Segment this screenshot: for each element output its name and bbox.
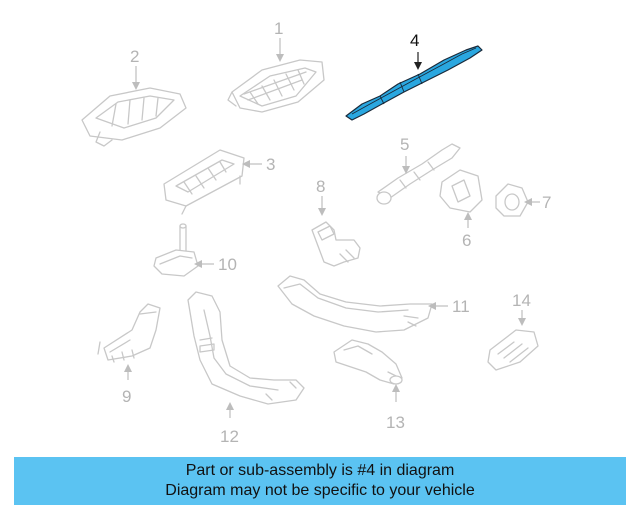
callout-1[interactable]: 1 bbox=[274, 19, 283, 38]
part-6-bracket[interactable] bbox=[439, 169, 483, 213]
arrowhead-12 bbox=[226, 402, 234, 410]
callout-11[interactable]: 11 bbox=[452, 297, 470, 316]
callout-5[interactable]: 5 bbox=[400, 135, 409, 154]
part-9-side-duct[interactable] bbox=[97, 303, 161, 363]
callout-14[interactable]: 14 bbox=[512, 291, 531, 310]
part-4-defroster-duct[interactable] bbox=[345, 45, 483, 121]
part-13-rear-duct[interactable] bbox=[333, 339, 403, 385]
part-7-ring-seal[interactable] bbox=[495, 183, 529, 217]
info-banner: Part or sub-assembly is #4 in diagram Di… bbox=[14, 457, 626, 505]
callout-7[interactable]: 7 bbox=[542, 193, 551, 212]
arrowhead-10 bbox=[194, 260, 202, 268]
part-14-side-vent[interactable] bbox=[487, 329, 539, 371]
callout-6[interactable]: 6 bbox=[462, 231, 471, 250]
part-1-center-vent[interactable] bbox=[227, 59, 325, 113]
callout-10[interactable]: 10 bbox=[218, 255, 237, 274]
arrowhead-4 bbox=[414, 62, 422, 70]
part-10-actuator[interactable] bbox=[153, 223, 199, 277]
arrowhead-3 bbox=[242, 160, 250, 168]
arrowhead-7 bbox=[524, 198, 532, 206]
callout-12[interactable]: 12 bbox=[220, 427, 239, 446]
part-5-hose[interactable] bbox=[376, 143, 461, 205]
arrowhead-8 bbox=[318, 208, 326, 216]
callout-4[interactable]: 4 bbox=[410, 31, 419, 50]
arrowhead-13 bbox=[392, 384, 400, 392]
arrowhead-2 bbox=[132, 82, 140, 90]
callout-9[interactable]: 9 bbox=[122, 387, 131, 406]
banner-line-1: Part or sub-assembly is #4 in diagram bbox=[185, 462, 455, 479]
arrowhead-6 bbox=[464, 212, 472, 220]
callout-8[interactable]: 8 bbox=[316, 177, 325, 196]
arrowhead-5 bbox=[402, 166, 410, 174]
arrowhead-11 bbox=[428, 302, 436, 310]
part-8-duct-bracket[interactable] bbox=[311, 221, 361, 267]
arrowhead-9 bbox=[124, 364, 132, 372]
arrowhead-14 bbox=[518, 318, 526, 326]
parts-diagram: 1 2 3 4 5 6 bbox=[81, 19, 551, 446]
callout-13[interactable]: 13 bbox=[386, 413, 405, 432]
part-11-long-duct[interactable] bbox=[277, 275, 433, 333]
callout-2[interactable]: 2 bbox=[130, 47, 139, 66]
part-2-left-vent[interactable] bbox=[81, 87, 187, 147]
part-3-vent-grille[interactable] bbox=[163, 149, 245, 215]
part-12-floor-duct[interactable] bbox=[187, 291, 305, 405]
banner-line-2: Diagram may not be specific to your vehi… bbox=[165, 482, 475, 499]
arrowhead-1 bbox=[276, 54, 284, 62]
callout-3[interactable]: 3 bbox=[266, 155, 275, 174]
